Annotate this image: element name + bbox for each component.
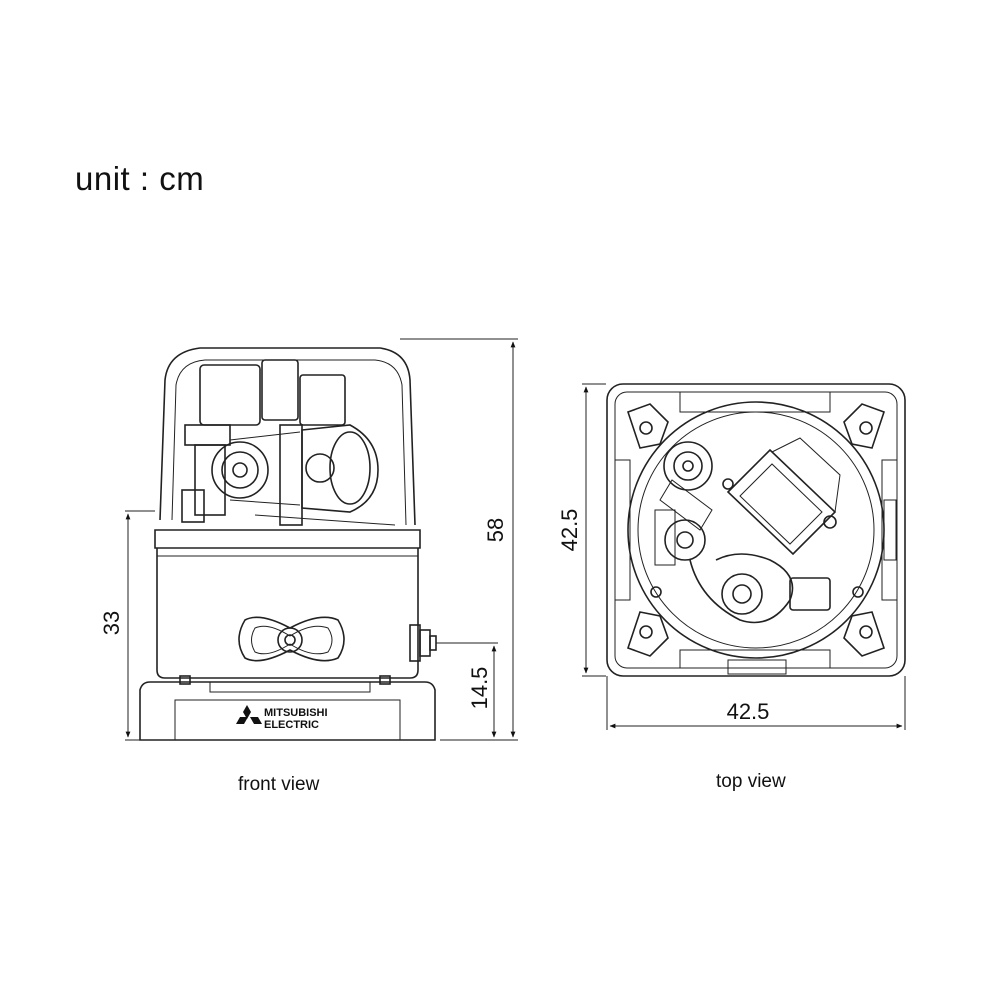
- base-plinth: [139, 681, 436, 741]
- dim-outlet-height: 14.5: [467, 667, 492, 710]
- mitsubishi-logo: [236, 705, 262, 724]
- top-view-caption: top view: [716, 771, 786, 792]
- dim-width: 42.5: [727, 699, 770, 724]
- front-dimension-lines: [125, 338, 518, 741]
- mounting-lugs: [626, 403, 886, 657]
- brand-line1: MITSUBISHI: [264, 707, 328, 719]
- pump-cover: [159, 347, 416, 526]
- outer-housing: [606, 383, 906, 677]
- main-body-ring: [627, 401, 885, 659]
- motor-block-top: [722, 437, 841, 556]
- top-view-drawing: [606, 383, 906, 677]
- dim-depth: 42.5: [557, 509, 582, 552]
- brand-line2: ELECTRIC: [264, 719, 319, 731]
- tank-housing: [156, 548, 419, 679]
- motor-assembly: [181, 359, 396, 526]
- outlet-nozzle: [409, 624, 437, 662]
- pressure-switch: [659, 441, 713, 531]
- top-dimension-lines: [582, 383, 906, 730]
- pump-head-top: [654, 509, 831, 624]
- front-view-drawing: [139, 347, 437, 741]
- front-view-caption: front view: [238, 774, 320, 795]
- dim-total-height: 58: [483, 518, 508, 542]
- dim-base-height: 33: [99, 611, 124, 635]
- front-badge: [238, 616, 345, 662]
- unit-label: unit : cm: [75, 160, 205, 197]
